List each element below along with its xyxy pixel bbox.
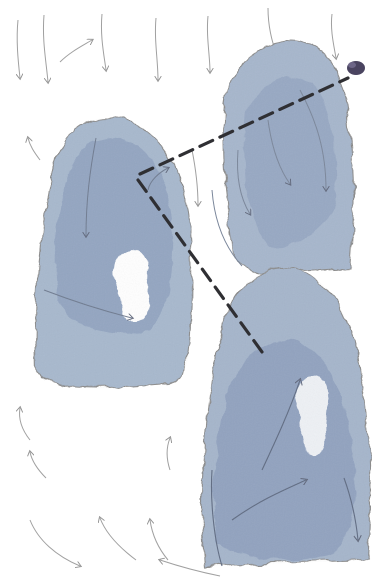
paper-grain [36, 40, 370, 566]
pencil-arrow-strokes-bottom [19, 408, 220, 576]
ink-dot [347, 61, 365, 75]
